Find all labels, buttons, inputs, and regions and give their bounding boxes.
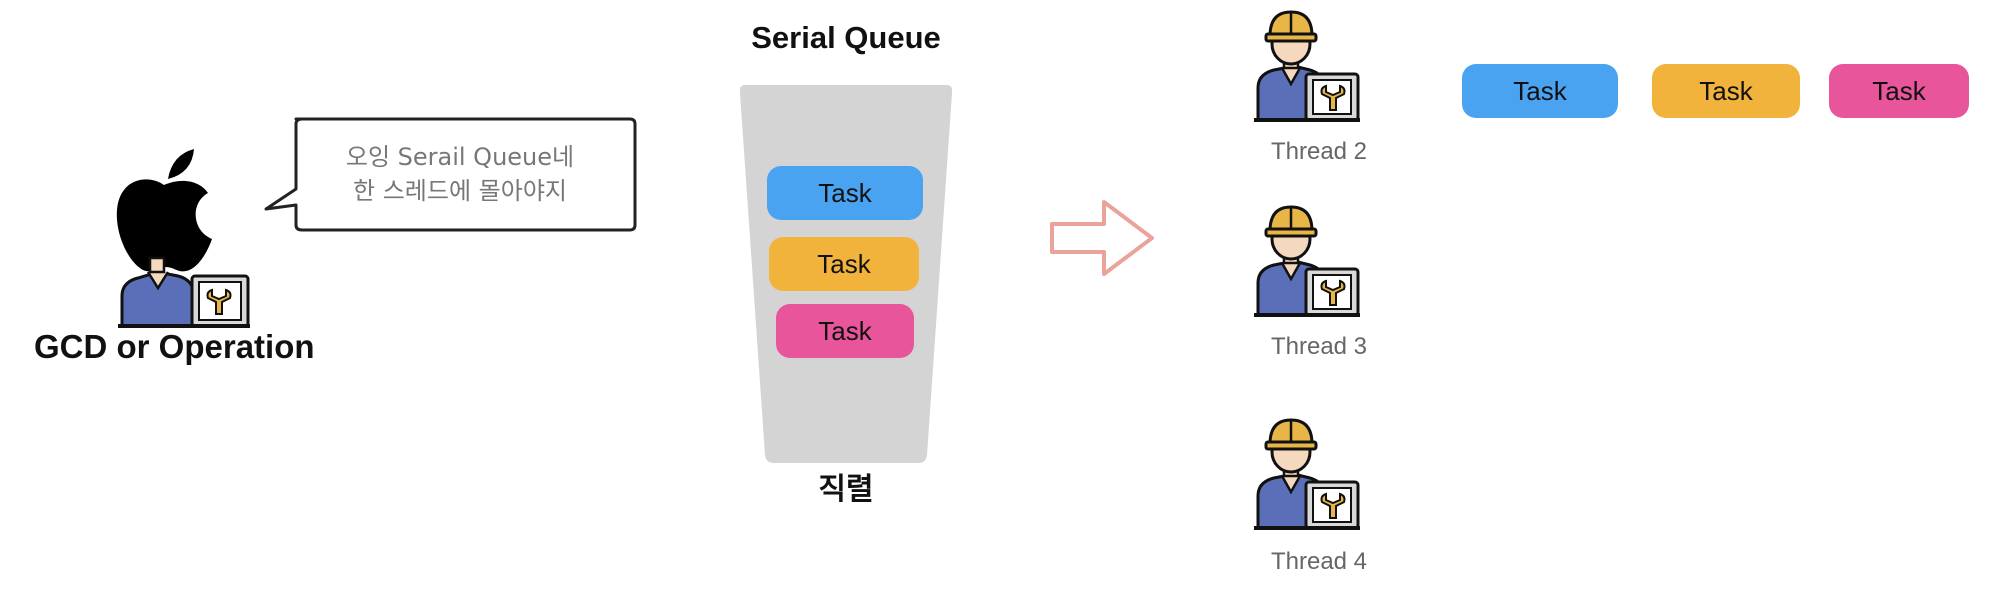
- assigned-task-1: Task: [1462, 64, 1618, 118]
- queue-title: Serial Queue: [751, 20, 941, 55]
- speech-bubble: [264, 117, 637, 232]
- thread-label: Thread 3: [1270, 333, 1368, 360]
- thread-label: Thread 2: [1270, 138, 1368, 165]
- speech-line-1: 오잉 Serail Queue네: [345, 143, 575, 171]
- worker-icon: [1252, 205, 1362, 317]
- queue-task-1: Task: [767, 166, 923, 220]
- assigned-task-3: Task: [1829, 64, 1969, 118]
- worker-icon: [1252, 418, 1362, 530]
- speech-line-2: 한 스레드에 몰아야지: [353, 177, 567, 205]
- thread-label: Thread 4: [1270, 548, 1368, 575]
- queue-task-3: Task: [776, 304, 914, 358]
- queue-task-2: Task: [769, 237, 919, 291]
- assigned-task-2: Task: [1652, 64, 1800, 118]
- actor-label: GCD or Operation: [34, 328, 315, 365]
- apple-logo-icon: [116, 149, 212, 272]
- queue-caption: 직렬: [818, 472, 874, 507]
- worker-icon: [1252, 10, 1362, 122]
- developer-icon: [118, 256, 250, 328]
- arrow-right-icon: [1050, 200, 1154, 276]
